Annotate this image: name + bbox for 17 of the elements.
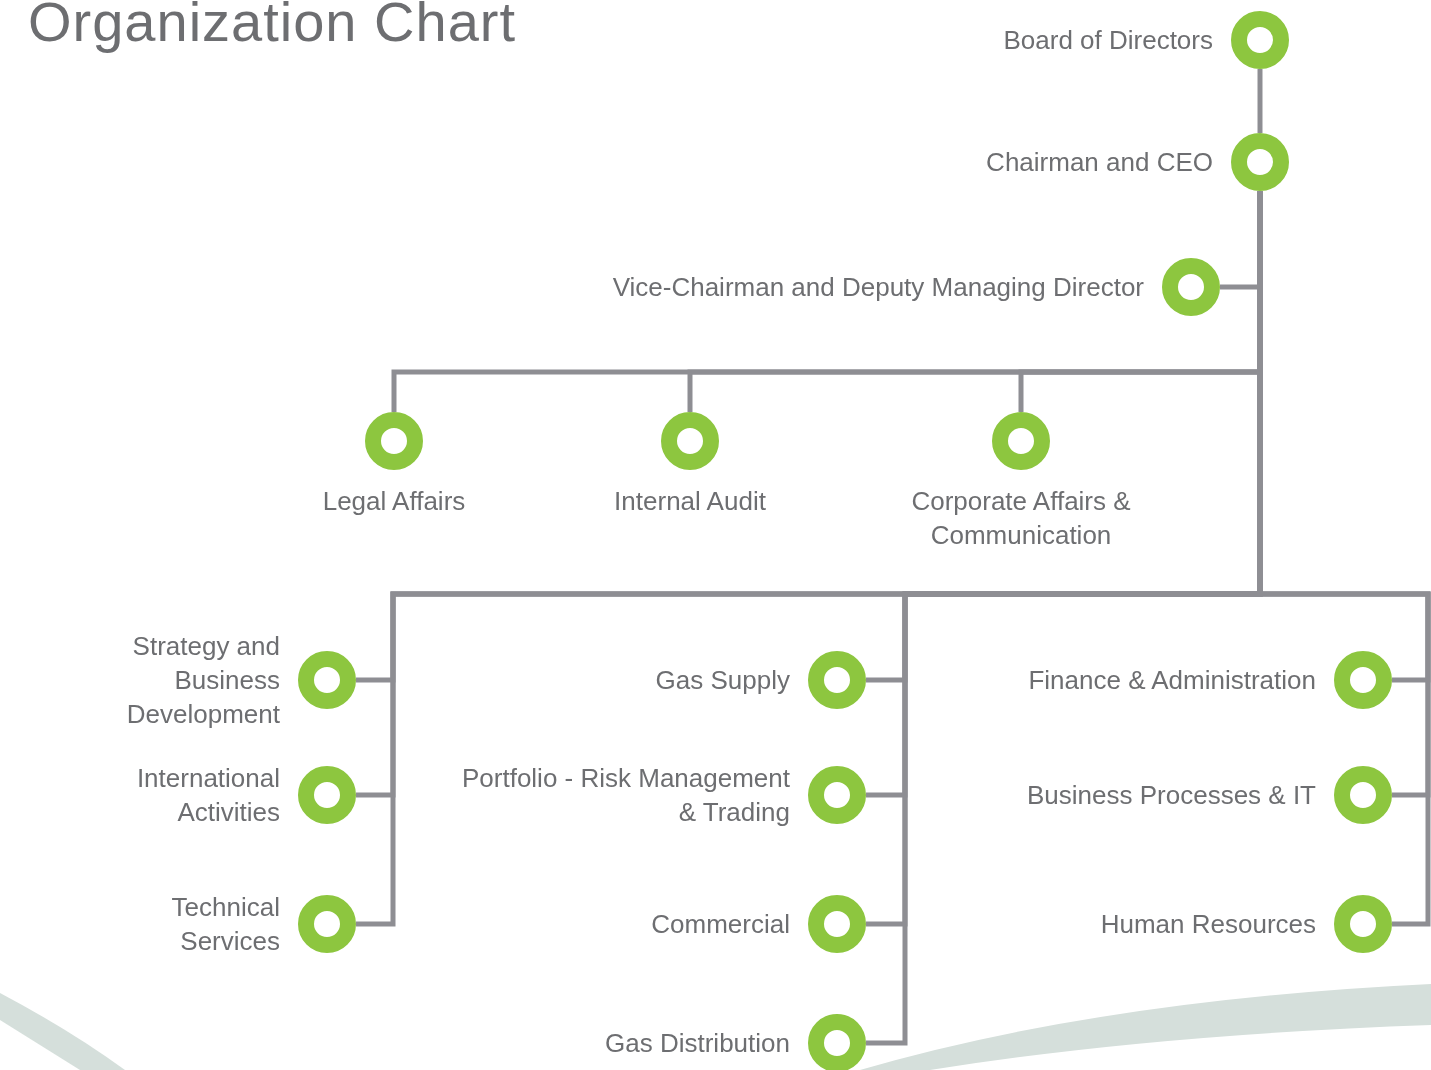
node-label: Finance & Administration xyxy=(1028,664,1316,697)
node-label: Commercial xyxy=(651,908,790,941)
node-label: Chairman and CEO xyxy=(986,146,1213,179)
node-label: International Activities xyxy=(135,762,280,829)
node-label: Internal Audit xyxy=(614,485,766,518)
node-label: Technical Services xyxy=(170,891,280,958)
node-label: Human Resources xyxy=(1100,908,1316,941)
node-label: Corporate Affairs & Communication xyxy=(910,485,1132,552)
node-label: Legal Affairs xyxy=(322,485,466,518)
node-label: Board of Directors xyxy=(1003,24,1213,57)
node-label: Gas Distribution xyxy=(605,1027,790,1060)
node-label: Strategy and Business Development xyxy=(125,630,280,731)
node-label: Vice-Chairman and Deputy Managing Director xyxy=(612,271,1144,304)
node-label: Portfolio - Risk Management & Trading xyxy=(460,762,790,829)
node-label: Business Processes & IT xyxy=(1027,779,1316,812)
connector-line xyxy=(1257,69,1263,133)
node-label: Gas Supply xyxy=(655,664,790,697)
